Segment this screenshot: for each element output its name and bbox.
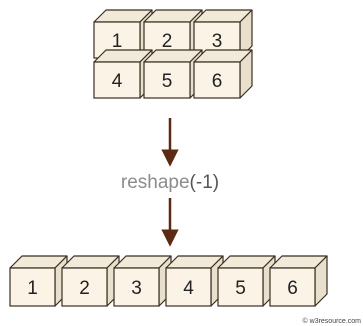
cube-number: 6 [287,278,298,299]
top-cube-grid: 1 2 3 4 5 6 [93,9,253,99]
cube-front-face [143,61,191,99]
top-cube-5: 5 [143,49,203,99]
bottom-cube-2: 2 [61,255,120,307]
cube-number: 4 [183,278,194,299]
bottom-cube-1: 1 [9,255,68,307]
bottom-cube-6: 6 [269,255,328,307]
cube-number: 1 [112,31,123,52]
bottom-cube-3: 3 [113,255,172,307]
top-cube-6: 6 [193,49,253,99]
cube-number: 3 [212,31,223,52]
cube-front-face [9,267,56,307]
cube-number: 5 [235,278,246,299]
cube-number: 6 [212,71,223,92]
cube-front-face [217,267,264,307]
cube-number: 2 [79,278,90,299]
credit-text: © w3resource.com [303,317,362,325]
bottom-cube-4: 4 [165,255,224,307]
reshape-label: reshape(-1) [121,172,219,193]
cube-number: 3 [131,278,142,299]
top-cube-4: 4 [93,49,153,99]
cube-front-face [61,267,108,307]
cube-number: 5 [162,71,173,92]
cube-front-face [113,267,160,307]
cube-front-face [165,267,212,307]
function-name: reshape [121,172,190,193]
cube-number: 4 [112,71,123,92]
function-argument: (-1) [190,172,220,193]
cube-number: 1 [27,278,38,299]
cube-front-face [93,61,141,99]
bottom-cube-row: 1 2 3 4 5 6 [9,255,328,307]
cube-front-face [193,61,241,99]
cube-front-face [269,267,316,307]
bottom-cube-5: 5 [217,255,276,307]
cube-number: 2 [162,31,173,52]
